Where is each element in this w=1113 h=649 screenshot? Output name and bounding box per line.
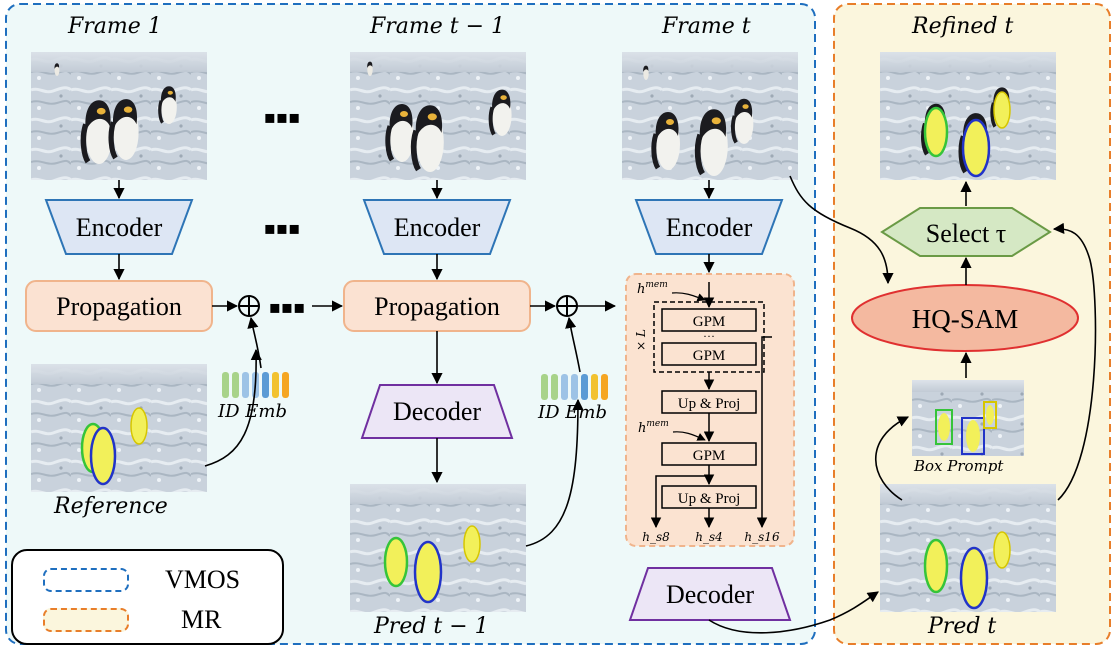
svg-text:Select τ: Select τ: [926, 219, 1006, 248]
select-block: Select τ: [880, 207, 1052, 257]
svg-text:hmem: hmem: [637, 280, 668, 297]
svg-text:Up & Proj: Up & Proj: [678, 396, 741, 412]
legend-label-mr: MR: [181, 605, 222, 634]
svg-text:GPM: GPM: [693, 448, 726, 464]
refined-t-image: [880, 52, 1056, 180]
box-prompt-label: Box Prompt: [914, 457, 1004, 475]
reference-image: [31, 364, 207, 492]
oplus-2: [556, 295, 578, 317]
gpm-box-2: [661, 342, 757, 366]
id-emb-label-1: ID Emb: [218, 401, 287, 422]
frame1-label: Frame 1: [68, 14, 162, 39]
svg-text:Decoder: Decoder: [666, 580, 754, 609]
encoder-t-minus-1: Encoder: [362, 199, 512, 255]
detail-panel: GPM ··· GPM × L Up & Proj GPM Up & Proj …: [625, 273, 795, 547]
svg-text:Encoder: Encoder: [666, 213, 753, 242]
frame1-image: [31, 52, 207, 180]
hqsam-block: HQ-SAM: [851, 284, 1079, 352]
refined-t-label: Refined t: [912, 14, 1014, 39]
ellipsis-mid: ▪▪▪: [264, 218, 301, 239]
svg-text:GPM: GPM: [693, 314, 726, 330]
svg-text:HQ-SAM: HQ-SAM: [912, 304, 1019, 334]
svg-text:GPM: GPM: [693, 348, 726, 364]
svg-text:Propagation: Propagation: [56, 292, 182, 321]
arrows: [113, 175, 1097, 634]
oplus-1: [238, 295, 260, 317]
frame-t-label: Frame t: [662, 14, 751, 39]
svg-text:h_s8: h_s8: [642, 530, 670, 544]
svg-text:h_s4: h_s4: [695, 530, 723, 544]
svg-text:Up & Proj: Up & Proj: [678, 491, 741, 507]
pred-t-minus-1-label: Pred t − 1: [374, 614, 489, 639]
decoder-t: Decoder: [628, 567, 792, 621]
legend-item-mr: MR: [43, 605, 221, 635]
id-emb-bars-2: [541, 374, 608, 400]
box-prompt-image: [912, 380, 1024, 456]
svg-text:hmem: hmem: [638, 419, 669, 436]
propagation-1: Propagation: [25, 280, 213, 332]
frame-t-minus-1-image: [350, 52, 526, 180]
svg-text:h_s16: h_s16: [744, 530, 780, 544]
legend-swatch-vmos: [43, 568, 129, 592]
ellipsis-top: ▪▪▪: [264, 107, 301, 128]
gpm-box-1: [661, 308, 757, 332]
propagation-t-minus-1: Propagation: [343, 280, 531, 332]
decoder-t-minus-1: Decoder: [360, 384, 514, 439]
pred-t-image: [880, 484, 1056, 612]
legend-swatch-mr: [43, 608, 129, 632]
id-emb-label-2: ID Emb: [538, 402, 607, 423]
svg-text:Decoder: Decoder: [393, 397, 481, 426]
reference-label: Reference: [54, 494, 168, 519]
encoder-t: Encoder: [634, 199, 784, 255]
svg-text:Encoder: Encoder: [76, 213, 163, 242]
frame-t-minus-1-label: Frame t − 1: [370, 14, 506, 39]
svg-text:× L: × L: [634, 329, 648, 351]
pred-t-label: Pred t: [928, 614, 997, 639]
frame-t-image: [622, 52, 798, 180]
pred-t-minus-1-image: [350, 484, 526, 612]
legend: VMOS MR: [11, 549, 284, 645]
legend-label-vmos: VMOS: [165, 565, 241, 594]
svg-text:Encoder: Encoder: [394, 213, 481, 242]
svg-text:Propagation: Propagation: [374, 292, 500, 321]
ellipsis-prop: ▪▪▪: [269, 297, 306, 318]
legend-item-vmos: VMOS: [43, 565, 240, 595]
id-emb-bars-1: [222, 372, 289, 398]
svg-text:···: ···: [703, 329, 715, 343]
encoder-1: Encoder: [44, 199, 194, 255]
